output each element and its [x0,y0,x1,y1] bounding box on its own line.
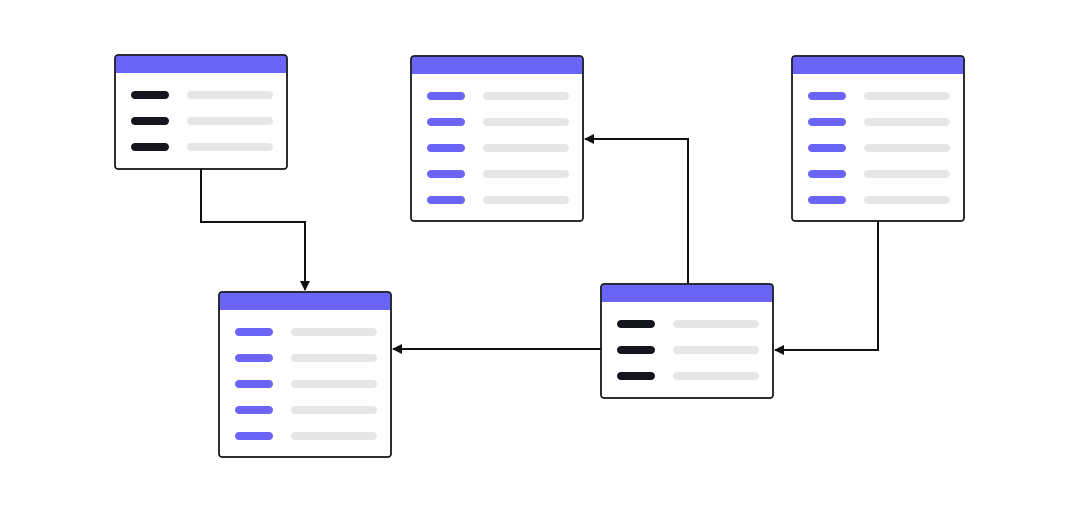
connector-table-bottom-right-to-table-top-middle [584,134,689,284]
connectors [200,134,879,355]
table-header [115,55,287,73]
table-outline [600,283,774,399]
table-header [411,56,583,74]
table-outline [791,55,965,222]
table-top-right [791,55,965,222]
table-bottom-right [600,283,774,399]
table-header [219,292,391,310]
table-outline [218,291,392,458]
table-header [792,56,964,74]
tables [114,54,965,458]
connector-table-top-left-to-table-bottom-left [200,169,310,291]
table-outline [410,55,584,222]
table-header [601,284,773,302]
table-top-left [114,54,288,170]
table-top-middle [410,55,584,222]
table-outline [114,54,288,170]
connector-table-top-right-to-table-bottom-right [774,221,879,355]
table-bottom-left [218,291,392,458]
